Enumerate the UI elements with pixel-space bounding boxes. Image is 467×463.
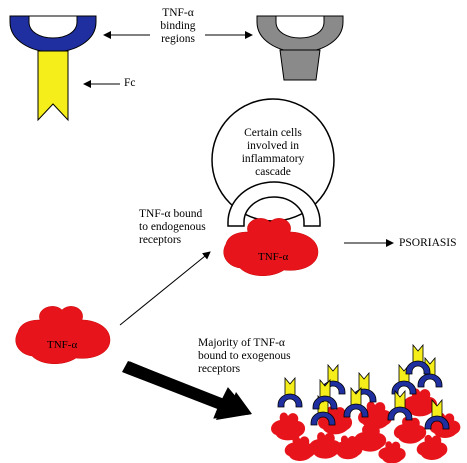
tnf-molecule-icon [271,412,306,441]
fc-stem-icon [327,363,339,383]
endogenous-label-line1: TNF-α bound [139,208,203,220]
cell-label-line4: cascade [255,166,291,178]
fc-label: Fc [124,77,136,89]
tnf-molecule-icon [358,401,393,430]
tnf-molecule-icon [353,425,387,452]
fc-stem-icon [319,378,331,398]
exogenous-label: Majority of TNF-α bound to exogenous rec… [198,337,291,376]
fusion-receptor-icon [312,395,338,410]
cell-label-line3: inflammatory [241,153,305,165]
tnf-molecule-icon [333,435,363,460]
endogenous-label-line3: receptors [139,234,182,246]
tnf-molecule-free [15,306,111,364]
endogenous-label: TNF-α bound to endogenous receptors [139,208,206,247]
fusion-receptor-icon [9,15,97,122]
fusion-receptor-icon [277,393,303,408]
binding-regions-label: TNF-α binding regions [150,7,206,46]
exogenous-label-line1: Majority of TNF-α [198,337,285,349]
binding-regions-line2: binding [160,20,196,32]
cell-label-line1: Certain cells [244,127,302,139]
tnf-molecule-icon [284,435,316,461]
tnf-molecule-icon [308,432,342,459]
psoriasis-label: PSORIASIS [399,237,457,249]
binding-regions-line3: regions [161,33,195,45]
fusion-receptor-icon [343,403,369,418]
fusion-receptor-icon [424,415,450,430]
tnf-molecule-icon [378,441,406,463]
exogenous-big-arrow [122,361,252,420]
cell-label: Certain cells involved in inflammatory c… [222,127,324,179]
tnf-bound-label: TNF-α [258,251,289,263]
exogenous-label-line3: receptors [198,363,241,375]
fusion-receptor-icon [391,380,417,395]
gray-receptor-icon [256,15,344,81]
fc-stem-icon [358,371,370,391]
tnf-molecule-icon [416,434,448,460]
endogenous-label-line2: to endogenous [139,221,206,233]
tnf-molecule-icon [403,388,438,417]
fusion-receptor-icon [405,360,431,375]
fusion-receptor-icon [387,406,413,421]
to-endogenous-arrow [119,251,211,326]
tnf-free-label: TNF-α [47,339,78,351]
binding-regions-line1: TNF-α [162,7,194,19]
tnf-molecule-bound [223,218,319,276]
fusion-receptor-icon [310,411,336,426]
exogenous-cluster [271,343,461,463]
cell-label-line2: involved in [246,140,300,152]
exogenous-label-line2: bound to exogenous [198,350,291,362]
tnf-molecule-icon [393,417,427,444]
fc-stem-icon [350,386,362,406]
fc-stem-icon [431,398,443,418]
fc-stem-icon [394,389,406,409]
endogenous-receptor [227,181,321,227]
fc-stem-icon [284,376,296,396]
fc-stem-icon [412,343,424,363]
fusion-receptor-icon [417,373,443,388]
